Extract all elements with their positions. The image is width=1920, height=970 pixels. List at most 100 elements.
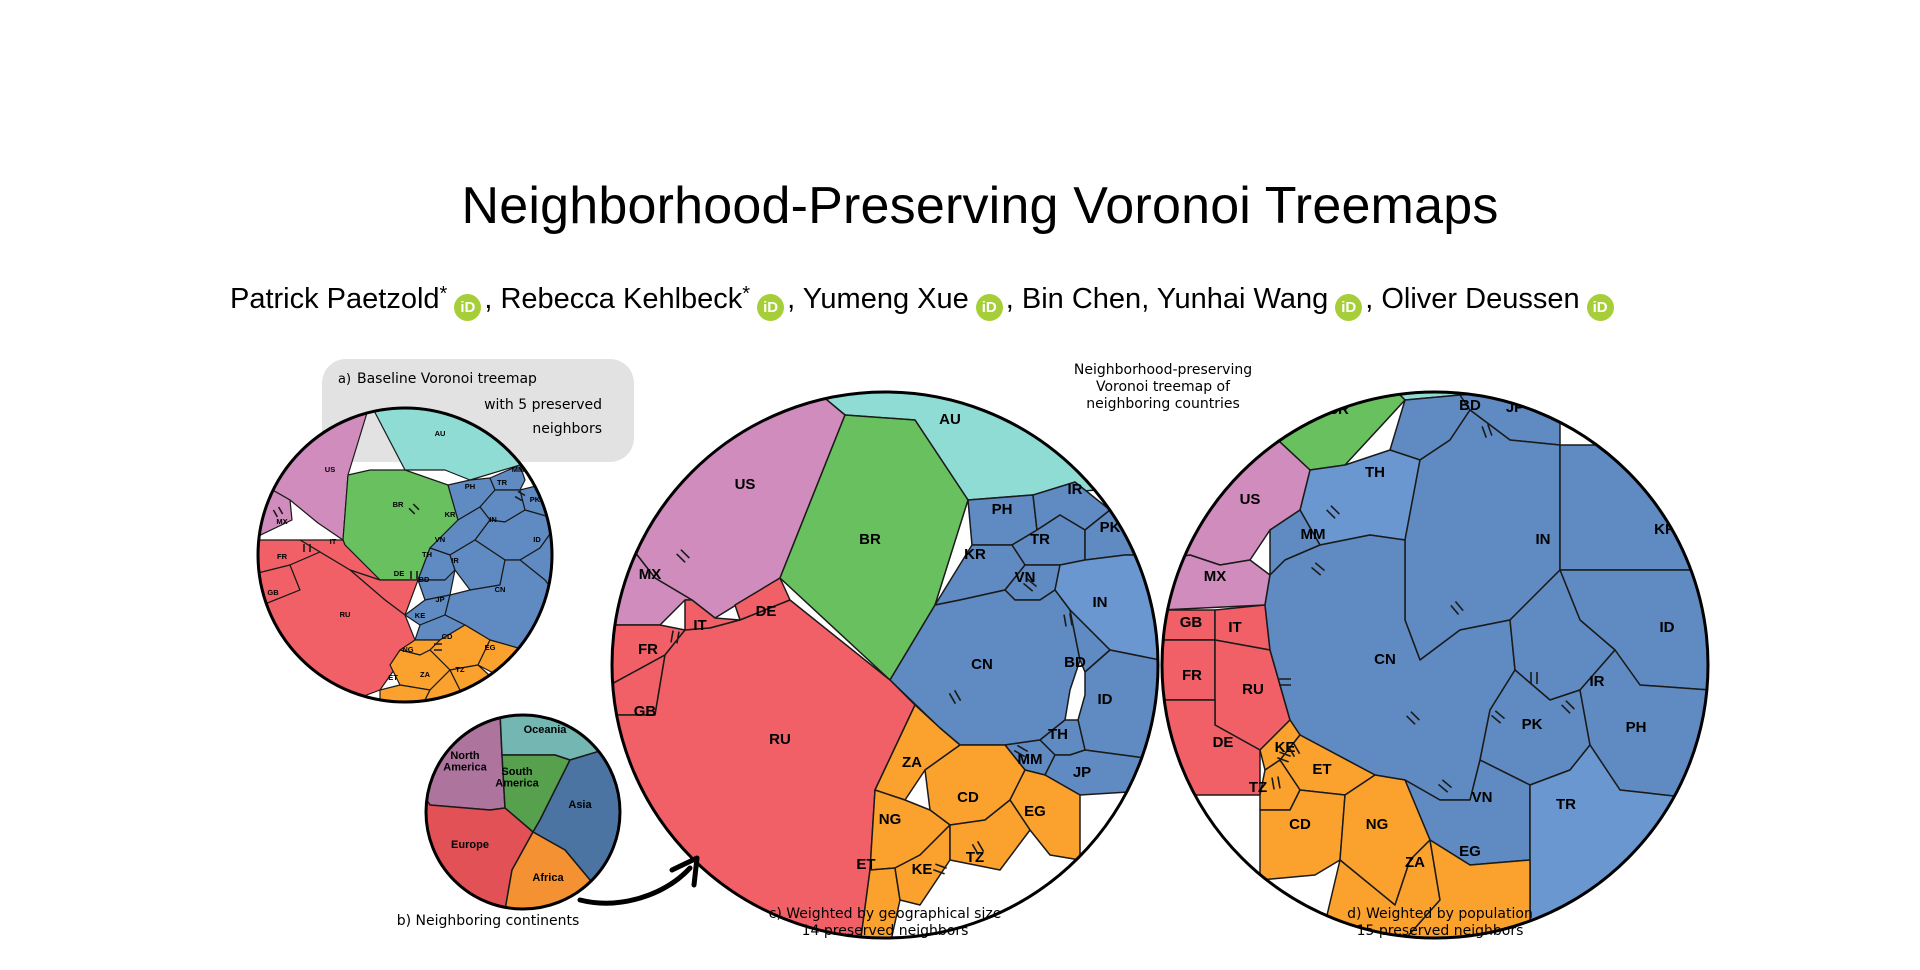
cell-label-cd: CD — [1289, 816, 1311, 833]
cell-label-mm: MM — [1018, 751, 1043, 768]
panel-b-caption: b) Neighboring continents — [397, 913, 580, 929]
orcid-icon[interactable]: iD — [1335, 294, 1363, 321]
orcid-icon[interactable]: iD — [757, 294, 785, 321]
orcid-icon[interactable]: iD — [1586, 294, 1614, 321]
cell-label-south-america: America — [495, 778, 539, 790]
author-name: Patrick Paetzold — [230, 283, 440, 315]
preserved-neighbor-marker — [1022, 578, 1038, 592]
cell-label-mm: MM — [1301, 526, 1326, 543]
preserved-neighbor-marker — [933, 863, 947, 875]
cell-label-au: AU — [939, 411, 961, 428]
cell-label-gb: GB — [267, 588, 279, 597]
cell-label-us: US — [325, 465, 335, 474]
panel-a-outline — [256, 406, 554, 704]
cell-label-eg: EG — [1459, 843, 1481, 860]
cell-label-de: DE — [394, 569, 404, 578]
cell-label-north-america: America — [443, 762, 487, 774]
cell-label-et: ET — [1312, 761, 1331, 778]
cell-label-tr: TR — [497, 478, 508, 487]
cell-label-vn: VN — [435, 535, 445, 544]
cell-label-fr: FR — [638, 641, 658, 658]
cell-label-ir: IR — [1068, 481, 1083, 498]
cell-label-et: ET — [388, 673, 398, 682]
orcid-icon[interactable]: iD — [975, 294, 1003, 321]
cell-label-eg: EG — [1024, 803, 1046, 820]
cell-label-asia: Asia — [568, 799, 592, 811]
panel-a-caption: neighbors — [532, 421, 602, 437]
cell-label-ng: NG — [879, 811, 902, 828]
preserved-neighbor-marker — [1279, 678, 1291, 686]
panel-b-outline — [424, 713, 622, 911]
author-name: Rebecca Kehlbeck — [500, 283, 743, 315]
cell-mx — [1162, 554, 1271, 611]
preserved-neighbor-marker — [1561, 700, 1575, 714]
cell-label-ir: IR — [1590, 673, 1605, 690]
panel-d-caption: 15 preserved neighbors — [1357, 923, 1524, 939]
cell-label-za: ZA — [420, 670, 431, 679]
cell-label-fr: FR — [277, 552, 288, 561]
cell-label-mm: MM — [512, 465, 525, 474]
cell-label-ke: KE — [912, 861, 933, 878]
cell-label-cd: CD — [442, 632, 453, 641]
cell-label-tr: TR — [1556, 796, 1576, 813]
cell-label-id: ID — [1098, 691, 1113, 708]
cell-label-ke: KE — [415, 611, 425, 620]
cell-label-us: US — [735, 476, 756, 493]
cell-label-it: IT — [1228, 619, 1241, 636]
cell-label-ph: PH — [1626, 719, 1647, 736]
cell-label-tz: TZ — [966, 849, 984, 866]
author-list: Patrick Paetzold*iD, Rebecca Kehlbeck*iD… — [230, 283, 1617, 321]
arrow-head — [669, 855, 700, 888]
cell-label-north-america: North — [450, 750, 480, 762]
cell-label-africa: Africa — [532, 872, 564, 884]
cell-label-cn: CN — [971, 656, 993, 673]
panel-d-outline — [1160, 390, 1710, 940]
cell-label-ng: NG — [402, 645, 413, 654]
orcid-icon[interactable]: iD — [454, 294, 482, 321]
cell-label-in: IN — [489, 515, 497, 524]
panel-a-caption: Baseline Voronoi treemap — [357, 371, 537, 387]
panel-a-caption: with 5 preserved — [484, 397, 602, 413]
panel-c-caption: c) Weighted by geographical size — [769, 906, 1002, 922]
cell-label-bd: BD — [419, 575, 430, 584]
cell-label-jp: JP — [435, 595, 444, 604]
cell-label-us: US — [1240, 491, 1261, 508]
cell-label-eg: EG — [485, 643, 496, 652]
cell-label-mx: MX — [639, 566, 662, 583]
preserved-neighbor-marker — [303, 544, 311, 552]
panel-b-continents: NorthAmericaOceaniaSouthAmericaAsiaEurop… — [426, 715, 620, 909]
cell-label-ru: RU — [1242, 681, 1264, 698]
cell-label-de: DE — [1213, 734, 1234, 751]
panel-c-outline — [610, 390, 1160, 940]
preserved-neighbor-marker — [1271, 776, 1281, 790]
preserved-neighbor-marker — [1277, 751, 1291, 763]
cell-label-cd: CD — [957, 789, 979, 806]
cell-tz — [949, 799, 1031, 871]
cell-label-pk: PK — [1522, 716, 1543, 733]
cell-label-south-america: South — [501, 766, 532, 778]
cell-label-bd: BD — [1064, 654, 1086, 671]
preserved-neighbor-marker — [410, 571, 418, 579]
cell-label-fr: FR — [1182, 667, 1202, 684]
preserved-neighbor-marker — [408, 503, 420, 515]
cell-label-gb: GB — [1180, 614, 1203, 631]
cell-label-cn: CN — [495, 585, 506, 594]
author-name: Oliver Deussen — [1381, 283, 1580, 315]
panel-d-caption: d) Weighted by population — [1347, 906, 1533, 922]
center-callout-text: Voronoi treemap of — [1096, 379, 1231, 395]
cell-label-jp: JP — [1073, 764, 1091, 781]
cell-et — [379, 684, 431, 702]
cell-mm — [489, 464, 526, 491]
panel-c-caption: 14 preserved neighbors — [802, 923, 969, 939]
cell-label-in: IN — [1093, 594, 1108, 611]
preserved-neighbor-marker — [1013, 744, 1029, 758]
preserved-neighbor-marker — [1481, 424, 1493, 438]
cell-label-europe: Europe — [451, 839, 489, 851]
arrow-b-to-c — [577, 865, 693, 906]
preserved-neighbor-marker — [670, 630, 680, 644]
cell-label-mx: MX — [1204, 568, 1227, 585]
cell-oceania — [499, 715, 620, 761]
cell-label-tr: TR — [1030, 531, 1050, 548]
cell-label-vn: VN — [1472, 789, 1493, 806]
author-name: Bin Chen — [1021, 283, 1142, 315]
